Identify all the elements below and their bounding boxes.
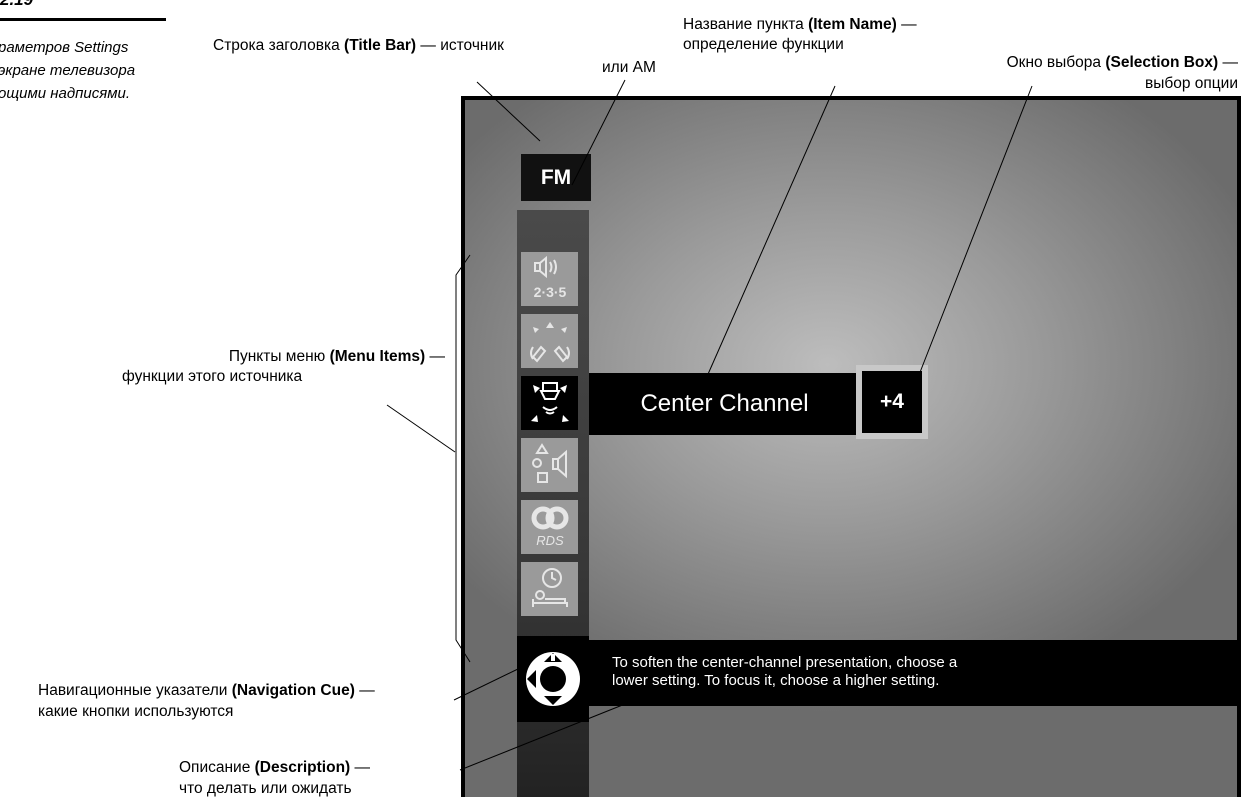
side-note: раметров Settings экране телевизора ощим…	[0, 36, 135, 105]
callout-title-bar-line2: или AM	[602, 59, 656, 76]
nav-left-arrow-icon	[527, 670, 536, 688]
side-note-line-1: раметров Settings	[0, 39, 129, 56]
menu-items-leader	[386, 404, 456, 453]
center-channel-icon	[530, 382, 569, 422]
title-bar: FM	[521, 154, 591, 201]
item-name: Center Channel	[589, 373, 860, 435]
callout-description: Описание (Description) —	[179, 759, 371, 776]
callout-title-bar: Строка заголовка (Title Bar) — источник	[213, 37, 504, 54]
side-note-line-3: ощими надписями.	[0, 85, 131, 102]
callout-description-line2: что делать или ожидать	[179, 780, 352, 797]
speaker-shapes-icon	[531, 443, 567, 483]
tv-screen: FM 2·3·5	[461, 96, 1241, 797]
callout-item-name: Название пункта (Item Name) —	[683, 16, 917, 33]
menu-item-sleep-timer[interactable]	[521, 562, 578, 616]
rds-icon: RDS	[531, 506, 568, 548]
menu-item-label: 2·3·5	[533, 284, 566, 300]
menu-item-rds[interactable]: RDS	[521, 500, 578, 554]
selection-value: +4	[862, 371, 922, 433]
callout-selection-box-line2: выбор опции	[1144, 75, 1238, 92]
menu-item-label: RDS	[536, 533, 564, 548]
menu-item-center-channel[interactable]	[521, 376, 578, 430]
speaker-235-icon: 2·3·5	[533, 255, 566, 300]
description: To soften the center-channel presentatio…	[589, 640, 1237, 706]
menu-item-speaker-235[interactable]: 2·3·5	[521, 252, 578, 306]
navigation-cue-icon	[526, 652, 580, 706]
figure-tag-underline	[0, 18, 166, 21]
speaker-arrows-icon	[529, 322, 570, 363]
menu-strip: 2·3·5	[517, 210, 589, 797]
callout-nav-cue: Навигационные указатели (Navigation Cue)…	[38, 682, 375, 699]
callout-item-name-line2: определение функции	[683, 36, 844, 53]
menu-item-speaker-shapes[interactable]	[521, 438, 578, 492]
selection-box[interactable]: +4	[856, 365, 928, 439]
sleep-timer-icon	[531, 568, 568, 607]
callout-menu-items-line2: функции этого источника	[122, 368, 303, 385]
callout-nav-cue-line2: какие кнопки используются	[38, 703, 234, 720]
menu-item-speaker-arrows[interactable]	[521, 314, 578, 368]
callout-selection-box: Окно выбора (Selection Box) —	[1006, 54, 1238, 71]
side-note-line-2: экране телевизора	[0, 62, 136, 79]
navigation-cue	[517, 636, 589, 722]
callout-menu-items: Пункты меню (Menu Items) —	[228, 348, 445, 365]
figure-tag: 2.19	[0, 0, 33, 10]
